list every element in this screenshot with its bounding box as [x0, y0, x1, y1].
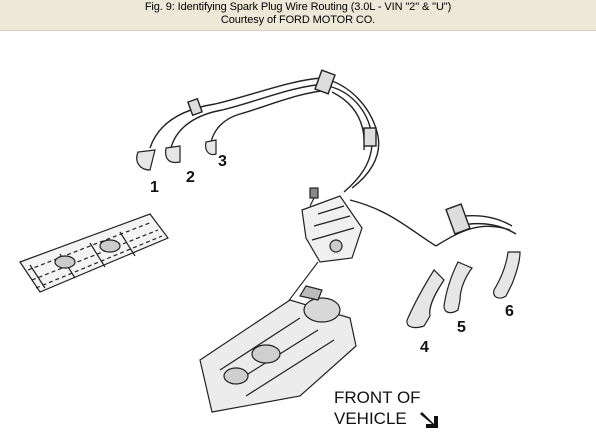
left-valve-cover	[19, 213, 169, 293]
front-of-vehicle-line2: VEHICLE	[334, 409, 407, 428]
figure-credit: Courtesy of FORD MOTOR CO.	[220, 14, 376, 26]
right-plug-boots	[406, 251, 521, 329]
cylinder-4-label: 4	[420, 339, 429, 356]
arrow-down-right-icon	[420, 412, 438, 428]
figure-title: Fig. 9: Identifying Spark Plug Wire Rout…	[144, 1, 452, 13]
cylinder-3-label: 3	[218, 153, 227, 170]
left-wire-harness	[149, 69, 380, 193]
ignition-coil-assembly	[301, 187, 363, 263]
cylinder-2-label: 2	[186, 169, 195, 186]
engine-block	[199, 285, 357, 413]
cylinder-5-label: 5	[457, 319, 466, 336]
right-wire-harness	[349, 199, 517, 247]
front-of-vehicle-line1: FRONT OF	[334, 388, 421, 407]
left-plug-boots	[136, 139, 217, 171]
cylinder-6-label: 6	[505, 303, 514, 320]
figure-caption-bar: Fig. 9: Identifying Spark Plug Wire Rout…	[0, 0, 596, 31]
cylinder-1-label: 1	[150, 179, 159, 196]
